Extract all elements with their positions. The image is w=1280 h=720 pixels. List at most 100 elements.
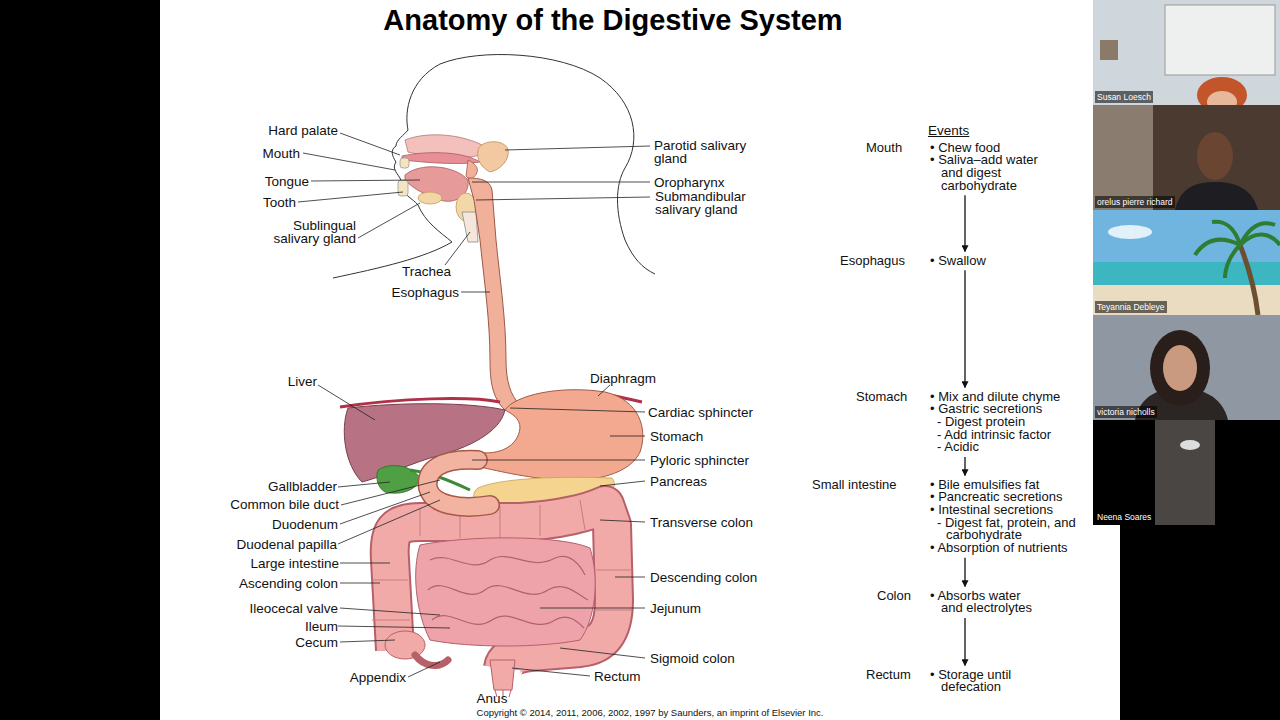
parotid-gland xyxy=(478,142,509,172)
event-item: • Saliva–add water and digest carbohydra… xyxy=(930,154,1038,192)
tooth xyxy=(400,158,409,168)
participant-name: Teyannia Debleye xyxy=(1095,301,1167,313)
event-subitem: - Add intrinsic factor xyxy=(930,429,1090,442)
leader-line xyxy=(540,608,645,609)
palm-trunk xyxy=(1240,245,1258,315)
event-subitem: - Digest fat, protein, and carbohydrate xyxy=(930,517,1080,542)
person-face xyxy=(1197,132,1233,180)
palm-fronds xyxy=(1195,222,1280,278)
organ-label: Duodenum xyxy=(272,518,338,531)
organ-label: Common bile duct xyxy=(230,498,339,511)
organ-label: Pancreas xyxy=(650,475,707,488)
organ-label: Anus xyxy=(477,692,508,705)
participant-name: orelus pierre richard xyxy=(1095,196,1175,208)
trachea xyxy=(462,212,478,242)
event-step: Small intestine • Bile emulsifies fat• Pa… xyxy=(812,479,1080,555)
event-step: Rectum• Storage until defecation xyxy=(866,669,1030,694)
leader-line xyxy=(512,668,590,676)
event-item: • Intestinal secretions xyxy=(930,504,1080,517)
leader-line xyxy=(600,481,645,486)
tile-room xyxy=(1093,105,1280,210)
leader-line xyxy=(340,608,440,615)
organ-label: Tongue xyxy=(265,175,309,188)
leader-line xyxy=(338,482,390,487)
copyright-caption: Copyright © 2014, 2011, 2006, 2002, 1997… xyxy=(450,707,850,718)
organ-label: Trachea xyxy=(402,265,451,278)
organ-label: Ileocecal valve xyxy=(249,602,338,615)
organ-label: Tooth xyxy=(263,196,296,209)
leader-line xyxy=(338,500,440,544)
leader-line xyxy=(461,292,490,293)
leader-line xyxy=(505,146,650,150)
leader-line xyxy=(615,577,645,578)
organ-label: Submandibular salivary gland xyxy=(655,190,773,216)
leader-line xyxy=(340,492,430,524)
participant-name: Neena Soares xyxy=(1095,511,1153,523)
room-light xyxy=(1093,105,1153,210)
event-item: • Storage until defecation xyxy=(930,669,1030,694)
leader-line xyxy=(340,563,390,564)
leader-line xyxy=(303,153,395,170)
event-step: Mouth• Chew food• Saliva–add water and d… xyxy=(866,142,1038,193)
participant-tile: Teyannia Debleye xyxy=(1093,210,1280,315)
leader-line xyxy=(472,182,650,183)
leader-line xyxy=(358,203,420,238)
leader-line xyxy=(445,232,470,265)
cloud xyxy=(1108,225,1152,239)
organ-label: Gallbladder xyxy=(268,480,337,493)
event-organ: Stomach xyxy=(856,391,907,404)
leader-line xyxy=(338,626,450,628)
event-list: • Swallow xyxy=(930,255,1030,268)
flow-arrow xyxy=(964,195,965,251)
organ-label: Cardiac sphincter xyxy=(648,406,753,419)
organ-label: Stomach xyxy=(650,430,703,443)
column-heading: Events xyxy=(928,124,969,137)
organ-label: Ileum xyxy=(305,620,338,633)
rectum xyxy=(490,660,515,690)
organ-label: Diaphragm xyxy=(590,372,656,385)
leader-line xyxy=(298,192,403,202)
event-step: Colon• Absorbs water and electrolytes xyxy=(877,590,1042,615)
event-item: • Gastric secretions xyxy=(930,403,1090,416)
person-face xyxy=(1163,345,1197,391)
sublingual-gland xyxy=(418,192,442,204)
organ-label: Transverse colon xyxy=(650,516,753,529)
event-item: • Pancreatic secretions xyxy=(930,491,1080,504)
leader-line xyxy=(510,408,645,412)
organ-label: Descending colon xyxy=(650,571,757,584)
intestinal-loops xyxy=(428,556,588,628)
flow-arrow xyxy=(964,457,965,475)
participant-name: Susan Loesch xyxy=(1095,91,1153,103)
organ-label: Pyloric sphincter xyxy=(650,454,749,467)
event-organ: Colon xyxy=(877,590,911,603)
person-shirt xyxy=(1175,182,1258,210)
event-organ: Esophagus xyxy=(840,255,905,268)
event-step: Stomach • Mix and dilute chyme• Gastric s… xyxy=(856,391,1090,455)
leader-line xyxy=(318,385,375,420)
event-organ: Small intestine xyxy=(812,479,897,492)
leader-line xyxy=(340,583,380,584)
leader-line xyxy=(598,385,610,396)
event-list: • Storage until defecation xyxy=(930,669,1030,694)
event-list: • Bile emulsifies fat• Pancreatic secret… xyxy=(930,479,1080,555)
event-list: • Chew food• Saliva–add water and digest… xyxy=(930,142,1038,193)
flow-arrow xyxy=(964,618,965,666)
dark-room xyxy=(1155,420,1215,525)
organ-label: Esophagus xyxy=(391,286,459,299)
flow-arrow xyxy=(964,270,965,387)
leader-line xyxy=(408,662,440,677)
organ-label: Hard palate xyxy=(268,124,338,137)
event-item: • Swallow xyxy=(930,255,1030,268)
organ-label: Liver xyxy=(288,375,317,388)
oropharynx xyxy=(466,160,477,180)
organ-label: Ascending colon xyxy=(239,577,338,590)
participant-tile: Neena Soares xyxy=(1093,420,1280,525)
event-list: • Mix and dilute chyme• Gastric secretio… xyxy=(930,391,1090,455)
organ-label: Rectum xyxy=(594,670,641,683)
